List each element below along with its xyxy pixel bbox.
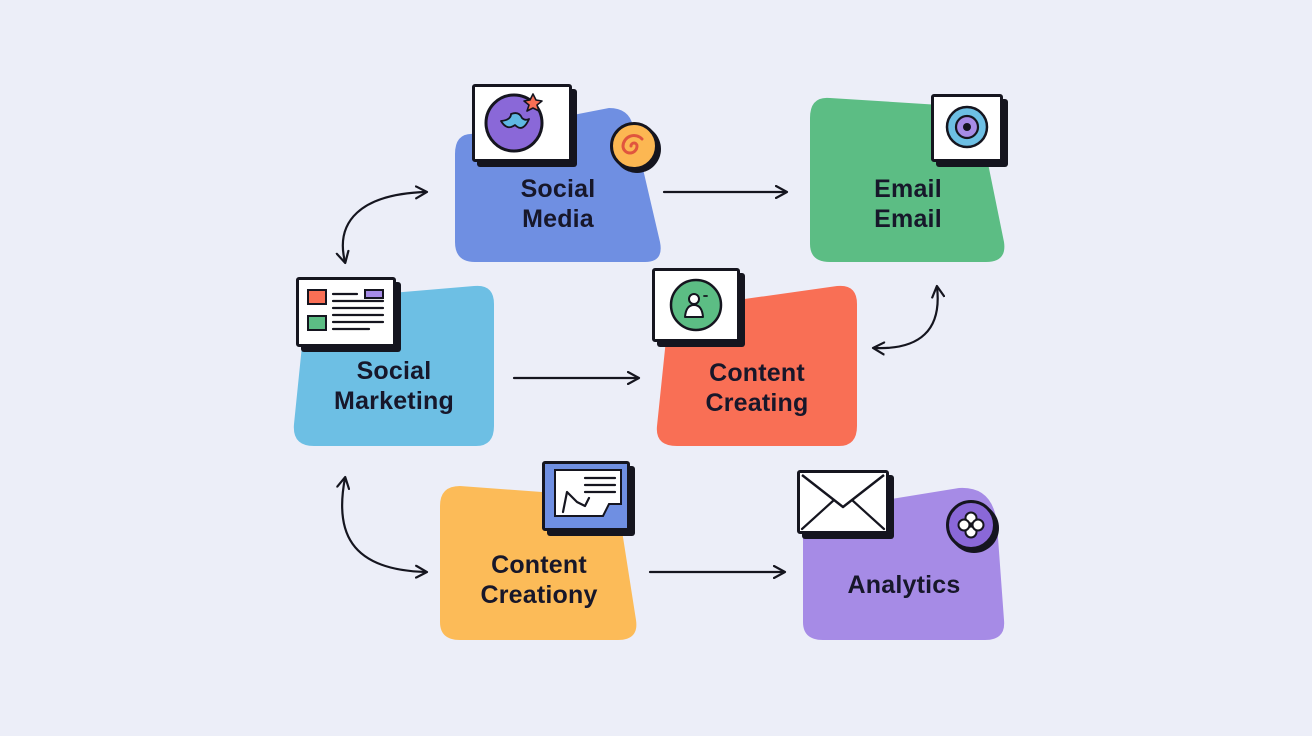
analytics-label: Analytics [801, 570, 1007, 600]
content-creating-label-line1: Content [709, 359, 805, 387]
social-media-badge [610, 122, 658, 170]
email-label-line1: Email [874, 175, 942, 203]
social-marketing-label-line2: Marketing [334, 387, 454, 415]
email-card [931, 94, 1003, 162]
arrow-creating-email [874, 287, 938, 348]
content-creating-label: Content Creating [655, 358, 859, 418]
social-marketing-label: Social Marketing [292, 356, 496, 416]
arrow-marketing-creation [342, 478, 426, 572]
social-media-card [472, 84, 572, 162]
analytics-badge [946, 500, 996, 550]
analytics-label-line1: Analytics [847, 571, 961, 599]
social-marketing-label-line1: Social [356, 357, 432, 385]
bird-icon [484, 93, 544, 153]
social-media-label: Social Media [453, 174, 663, 234]
content-creation-label: Content Creationy [438, 550, 640, 610]
analytics-card [797, 470, 889, 534]
content-creation-label-line2: Creationy [480, 581, 598, 609]
dashboard-icon [307, 289, 385, 331]
content-creating-label-line2: Creating [705, 389, 809, 417]
content-creation-label-line1: Content [491, 551, 587, 579]
chart-icon [554, 469, 622, 517]
arrow-marketing-media [343, 192, 426, 262]
user-icon [669, 278, 723, 332]
social-marketing-card [296, 277, 396, 347]
social-media-label-line1: Social [520, 175, 596, 203]
email-label-line2: Email [874, 205, 942, 233]
content-creation-card [542, 461, 630, 531]
target-icon [945, 105, 989, 149]
swirl-icon [621, 134, 644, 155]
envelope-icon [800, 474, 886, 531]
content-creating-card [652, 268, 740, 342]
email-label: Email Email [808, 174, 1008, 234]
clover-icon [957, 511, 985, 539]
social-media-label-line2: Media [522, 205, 594, 233]
